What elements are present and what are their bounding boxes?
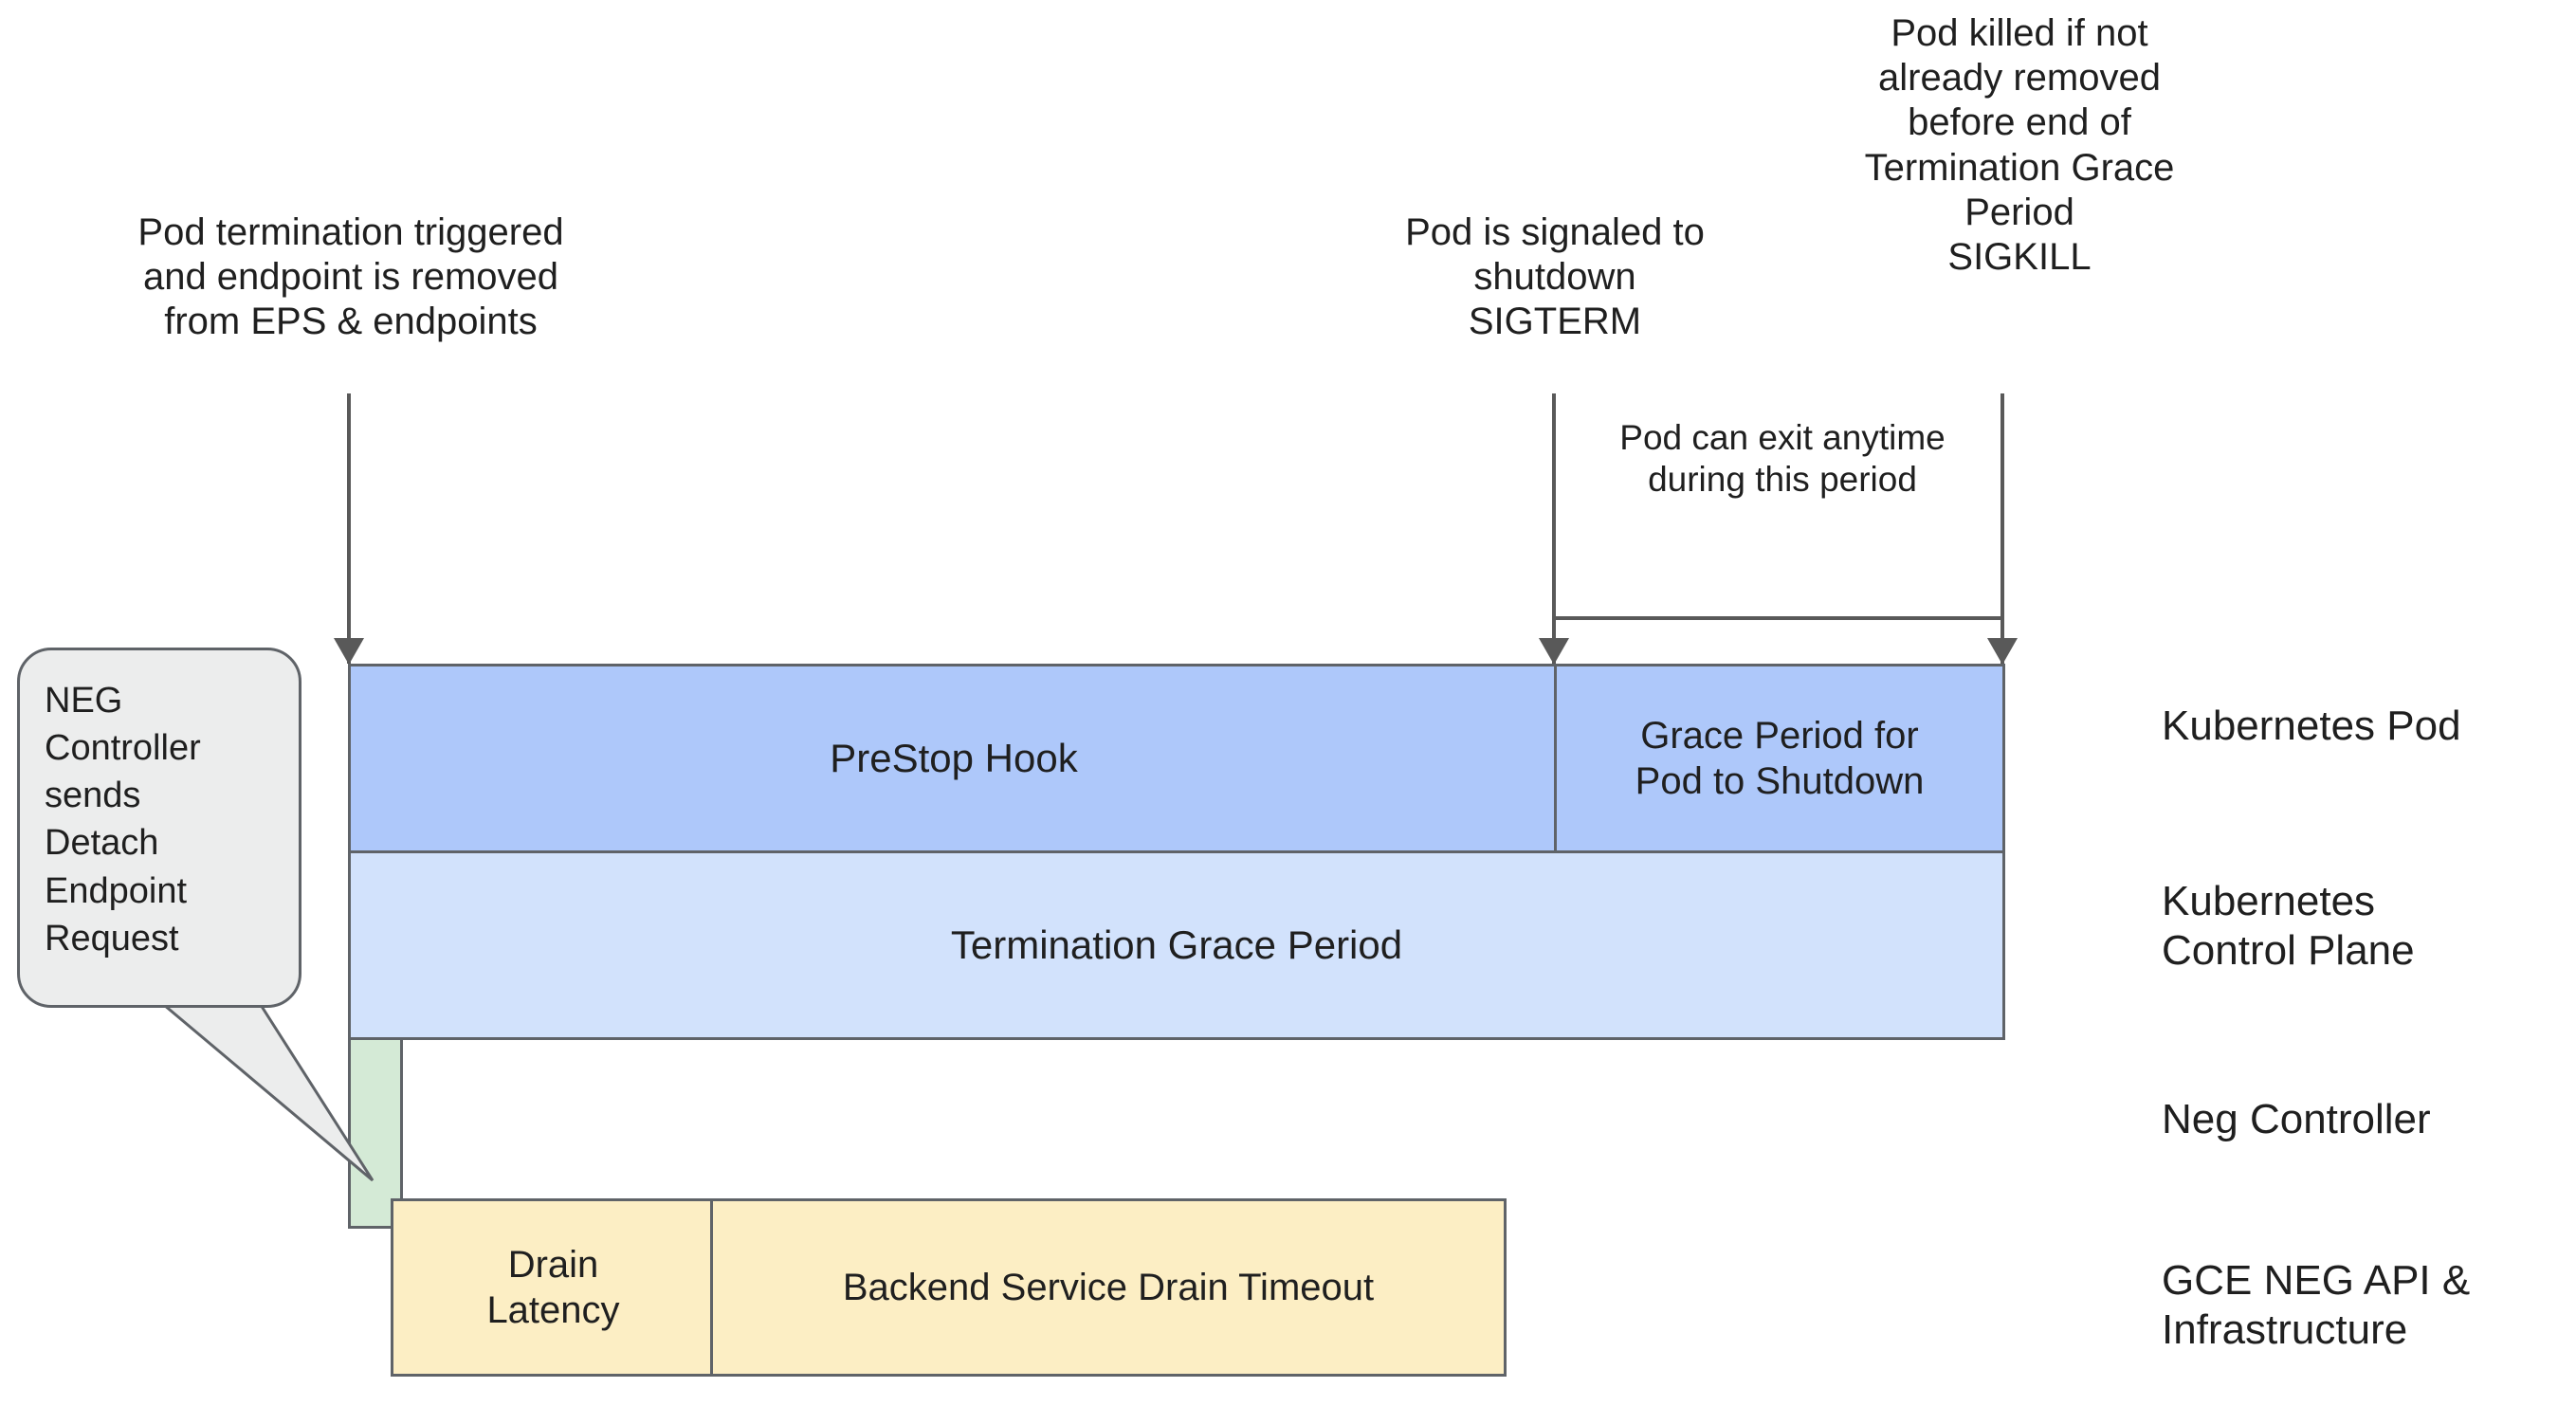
bracket-connector-line (1554, 616, 2002, 620)
annotation-sigterm: Pod is signaled to shutdown SIGTERM (1405, 211, 1705, 343)
bar-prestop-hook: PreStop Hook (348, 664, 1557, 853)
bar-neg-controller (348, 1037, 403, 1229)
legend-label-neg-controller: Neg Controller (2162, 1096, 2431, 1142)
legend-label-kubernetes-control-plane: Kubernetes Control Plane (2162, 878, 2415, 974)
annotation-pod-termination-triggered: Pod termination triggered and endpoint i… (137, 211, 564, 343)
legend-label-gce-neg-api: GCE NEG API & Infrastructure (2162, 1257, 2471, 1353)
annotation-pod-can-exit-anytime: Pod can exit anytime during this period (1619, 418, 1946, 499)
bar-termination-grace-period: Termination Grace Period (348, 850, 2005, 1040)
down-arrow-icon-sigkill (2001, 393, 2004, 664)
annotation-sigkill: Pod killed if not already removed before… (1864, 12, 2175, 278)
bar-backend-service-drain-timeout: Backend Service Drain Timeout (710, 1198, 1507, 1377)
callout-neg-controller-text: NEG Controller sends Detach Endpoint Req… (17, 648, 301, 1008)
down-arrow-icon-sigterm (1552, 393, 1556, 664)
bar-grace-period-for-pod-to-shutdown: Grace Period for Pod to Shutdown (1554, 664, 2005, 853)
down-arrow-icon-termination (347, 393, 351, 664)
bar-drain-latency: Drain Latency (391, 1198, 713, 1377)
legend-label-kubernetes-pod: Kubernetes Pod (2162, 703, 2461, 749)
callout-neg-controller: NEG Controller sends Detach Endpoint Req… (17, 648, 375, 1182)
